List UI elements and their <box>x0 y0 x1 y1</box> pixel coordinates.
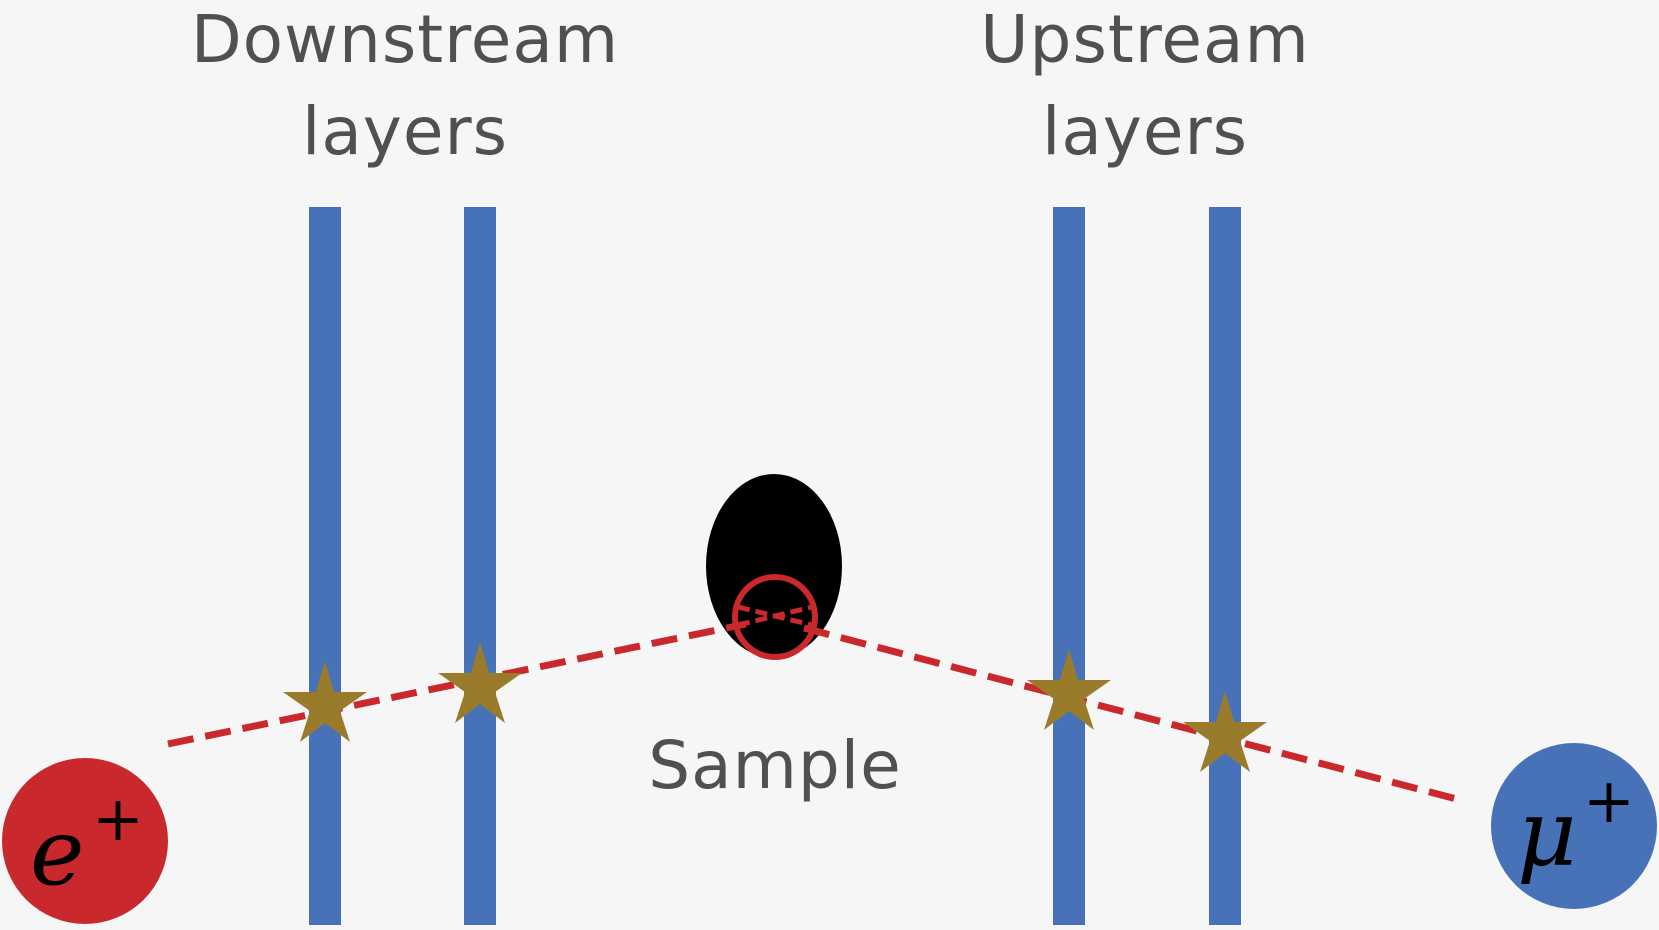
upstream-layers-label: Upstream layers <box>890 0 1400 178</box>
downstream-layer-2 <box>464 207 496 925</box>
positron-symbol: e <box>30 799 84 906</box>
muon-circle <box>1491 743 1657 909</box>
sample-ellipse <box>706 474 842 658</box>
downstream-layer-1 <box>309 207 341 925</box>
downstream-layers-label: Downstream layers <box>150 0 660 178</box>
sample-label: Sample <box>648 727 902 804</box>
upstream-layer-1 <box>1053 207 1085 925</box>
downstream-label-line1: Downstream <box>190 1 620 78</box>
decay-vertex-icon <box>732 574 818 660</box>
downstream-label-line2: layers <box>302 93 508 170</box>
hit-star-icon <box>1183 691 1267 772</box>
upstream-label-line1: Upstream <box>980 1 1310 78</box>
positron-charge: + <box>92 782 144 855</box>
muon-charge: + <box>1583 764 1635 837</box>
muon-symbol: μ <box>1517 780 1577 887</box>
hit-star-icon <box>1027 649 1111 730</box>
upstream-layer-2 <box>1209 207 1241 925</box>
positron-circle <box>2 758 168 924</box>
hit-star-icon <box>438 642 522 723</box>
hit-star-icon <box>283 661 367 742</box>
positron-track <box>167 620 747 748</box>
upstream-label-line2: layers <box>1042 93 1248 170</box>
